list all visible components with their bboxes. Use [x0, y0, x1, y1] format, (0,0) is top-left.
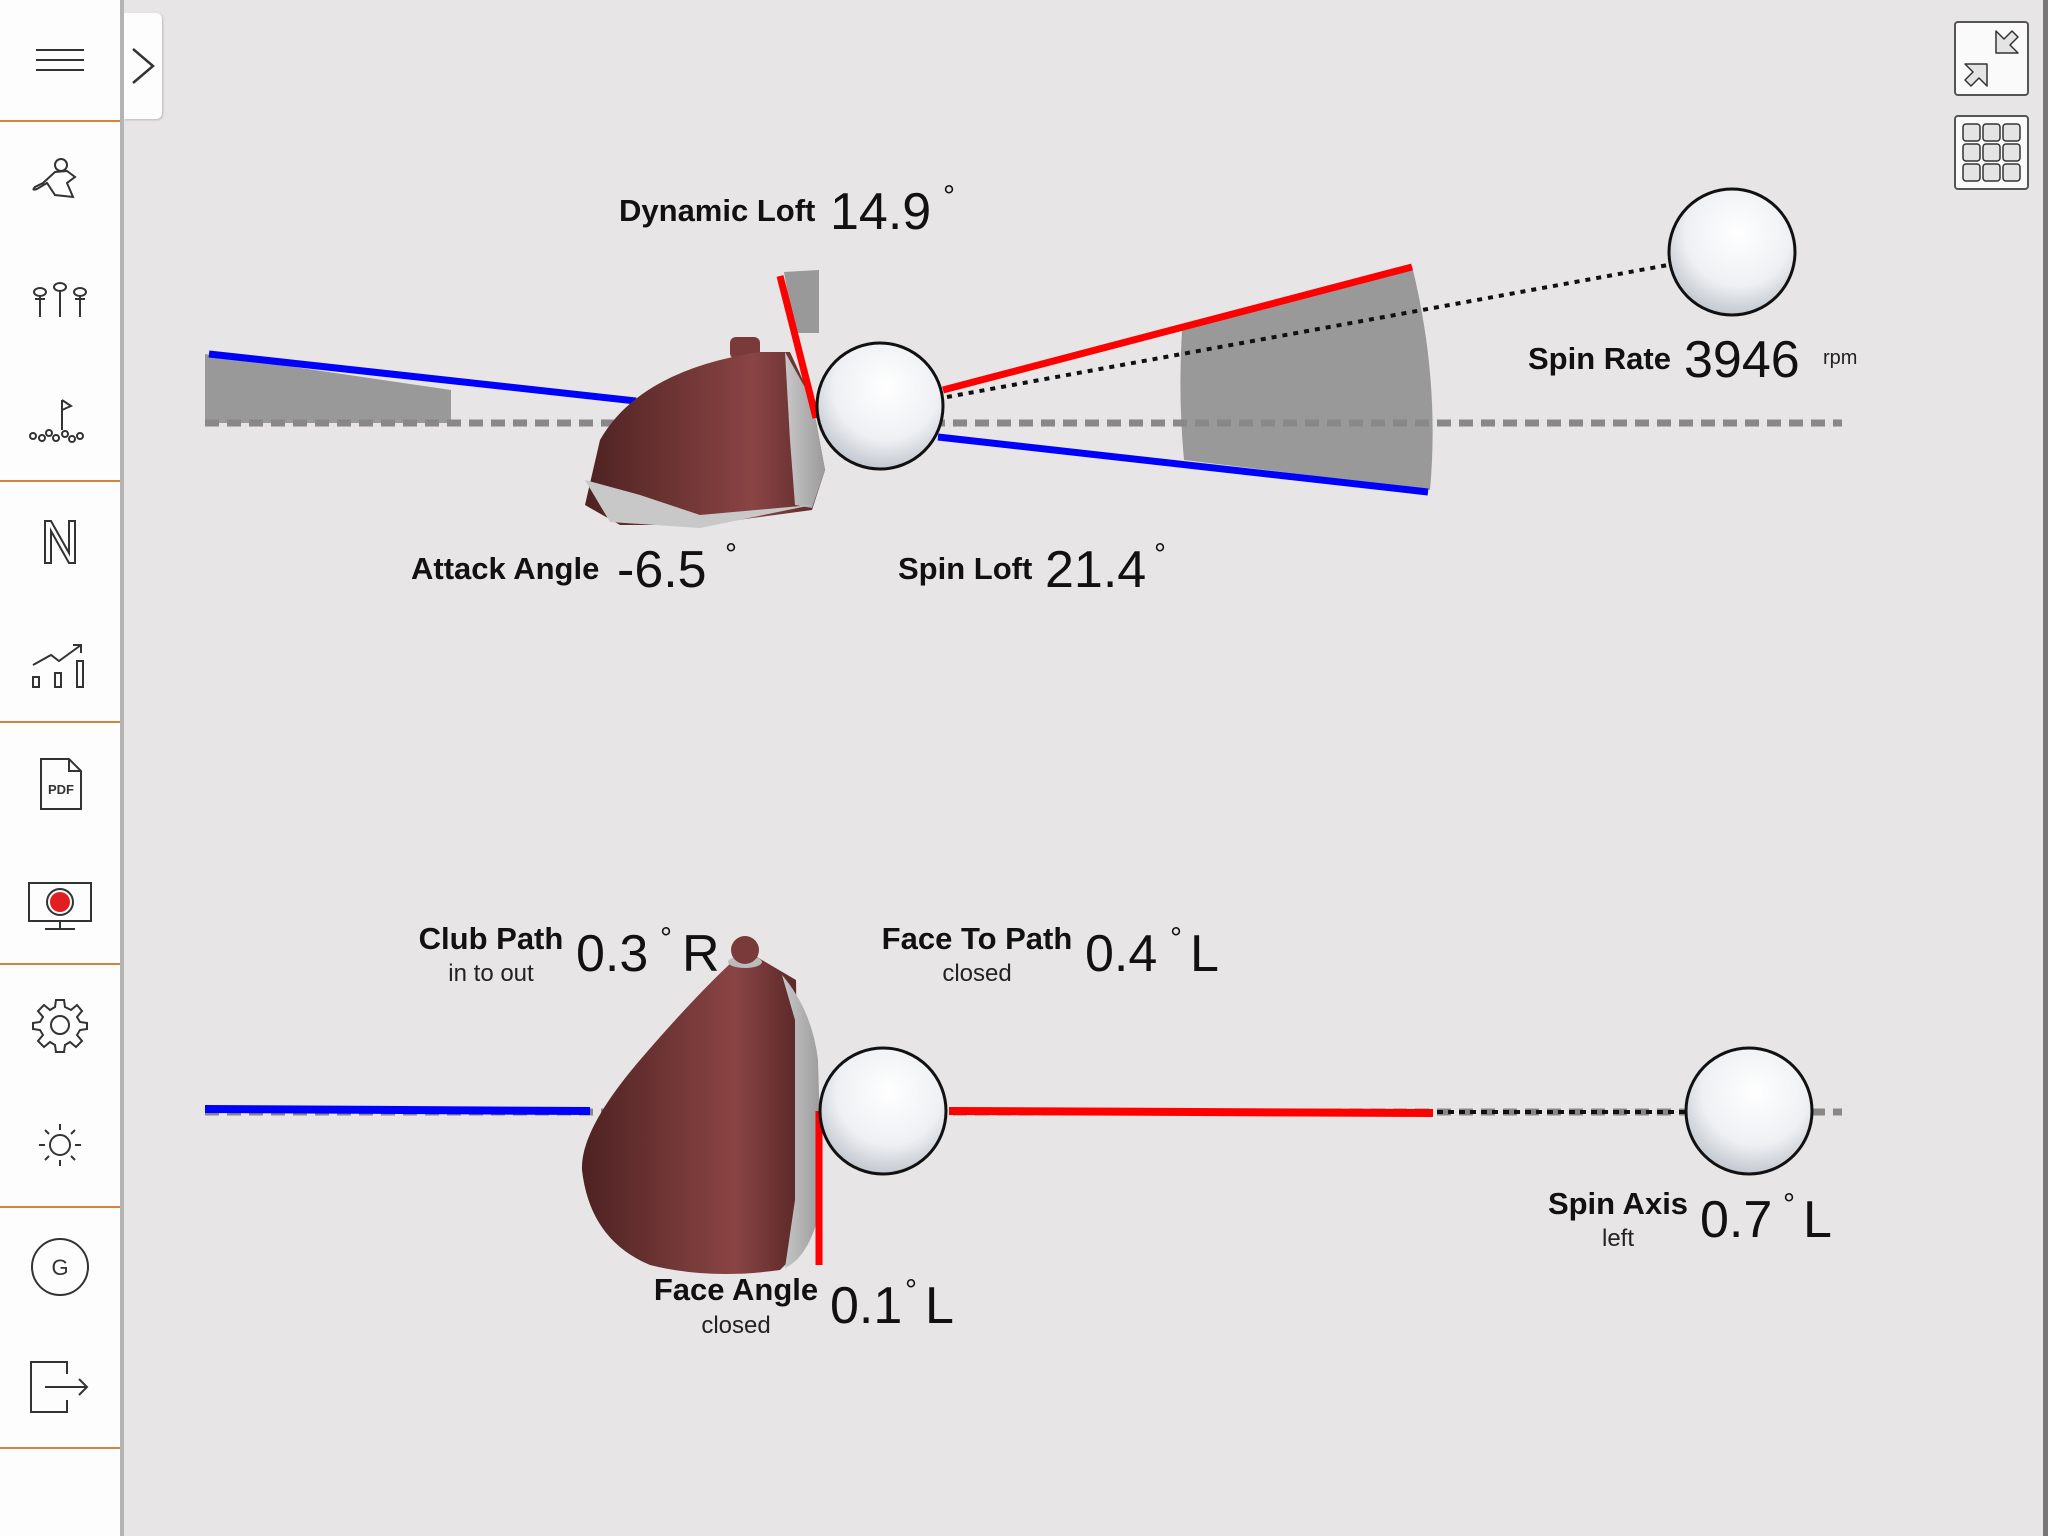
- chevron-right-icon: [132, 48, 155, 84]
- hamburger-menu-icon: [36, 49, 84, 71]
- face-angle-unit: °: [905, 1274, 917, 1307]
- attack-angle-readout: Attack Angle -6.5 °: [411, 538, 737, 599]
- grid-layout-button[interactable]: [1954, 115, 2029, 190]
- flag-balls-icon: [29, 399, 84, 443]
- sidebar-item-trends[interactable]: [20, 622, 100, 702]
- club-path-label: Club Path: [419, 921, 564, 956]
- dynamic-loft-unit: °: [943, 180, 955, 213]
- sun-icon: [39, 1124, 81, 1166]
- club-path-line: [204, 1105, 591, 1115]
- dynamic-loft-value: 14.9: [830, 183, 931, 241]
- chart-trend-icon: [32, 644, 84, 688]
- club-path-sub: in to out: [448, 960, 534, 987]
- screen-record-icon: [28, 882, 92, 930]
- attack-angle-value: -6.5: [617, 541, 707, 599]
- spin-loft-value: 21.4: [1045, 541, 1146, 599]
- spin-rate-unit: rpm: [1823, 347, 1857, 369]
- spin-loft-wedge: [1180, 266, 1433, 490]
- face-to-path-direction: L: [1190, 925, 1219, 983]
- face-angle-label: Face Angle: [654, 1272, 818, 1307]
- spin-loft-readout: Spin Loft 21.4 °: [898, 538, 1166, 599]
- shrink-arrows-icon: [1964, 30, 2019, 87]
- divider: [0, 1447, 120, 1449]
- sidebar-item-settings[interactable]: [20, 985, 100, 1065]
- face-to-path-label: Face To Path: [882, 921, 1073, 956]
- club-path-value: 0.3: [576, 925, 648, 983]
- divider: [0, 963, 120, 965]
- face-angle-direction: L: [925, 1277, 954, 1335]
- face-angle-value: 0.1: [830, 1277, 902, 1335]
- attack-path-extension: [937, 433, 1429, 496]
- spin-rate-label: Spin Rate: [1528, 341, 1671, 376]
- sidebar-item-pdf[interactable]: PDF: [20, 744, 100, 824]
- sidebar-item-brightness[interactable]: [20, 1105, 100, 1185]
- face-to-path-sub: closed: [942, 960, 1011, 987]
- divider: [0, 721, 120, 723]
- collapse-view-button[interactable]: [1954, 21, 2029, 96]
- face-to-path-line: [948, 1107, 1434, 1117]
- attack-angle-wedge: [205, 354, 451, 423]
- spin-rate-value: 3946: [1684, 331, 1800, 389]
- pdf-file-icon: PDF: [40, 758, 82, 810]
- club-path-unit: °: [660, 922, 672, 955]
- grid-icon: [1962, 123, 2021, 182]
- sidebar-item-tees[interactable]: [20, 260, 100, 340]
- face-angle-sub: closed: [701, 1312, 770, 1339]
- spin-axis-unit: °: [1783, 1188, 1795, 1221]
- face-angle-readout: Face Angle closed 0.1 ° L: [654, 1272, 954, 1339]
- sidebar-item-logout[interactable]: [20, 1347, 100, 1427]
- spin-axis-direction: L: [1803, 1191, 1832, 1249]
- golf-ball-impact: [815, 341, 945, 471]
- golf-ball-impact-top: [818, 1046, 948, 1176]
- gear-icon: [32, 999, 88, 1053]
- sidebar-item-dispersion[interactable]: [20, 381, 100, 461]
- golfer-icon: [32, 158, 77, 199]
- spin-axis-value: 0.7: [1700, 1191, 1772, 1249]
- tees-icon: [33, 282, 87, 317]
- club-path-readout: Club Path in to out 0.3 ° R: [419, 921, 720, 987]
- menu-button[interactable]: [20, 20, 100, 100]
- n-letter-icon: [44, 520, 76, 564]
- club-head-side: [585, 337, 825, 528]
- dynamic-loft-readout: Dynamic Loft 14.9 °: [619, 180, 955, 241]
- side-view: Dynamic Loft 14.9 ° Spin Rate 3946 rpm A…: [205, 180, 1857, 599]
- spin-loft-unit: °: [1154, 538, 1166, 571]
- divider: [0, 480, 120, 482]
- attack-angle-label: Attack Angle: [411, 551, 599, 586]
- sidebar-item-normalize[interactable]: [20, 502, 100, 582]
- expand-panel-button[interactable]: [124, 13, 162, 119]
- golf-ball-landing-top: [1684, 1046, 1814, 1176]
- svg-text:PDF: PDF: [48, 782, 74, 797]
- divider: [0, 120, 120, 122]
- attack-angle-unit: °: [725, 538, 737, 571]
- launch-line: [946, 263, 1669, 399]
- attack-path-line: [208, 350, 637, 405]
- logout-icon: [30, 1361, 89, 1413]
- spin-axis-readout: Spin Axis left 0.7 ° L: [1548, 1186, 1832, 1252]
- dynamic-loft-line: [776, 275, 820, 419]
- club-head-top: [581, 936, 822, 1274]
- sidebar-item-account[interactable]: G: [20, 1227, 100, 1307]
- face-to-path-readout: Face To Path closed 0.4 ° L: [882, 921, 1219, 987]
- spin-axis-label: Spin Axis: [1548, 1186, 1688, 1221]
- face-to-path-unit: °: [1170, 922, 1182, 955]
- top-view: Club Path in to out 0.3 ° R Face To Path…: [204, 921, 1842, 1339]
- svg-text:G: G: [51, 1255, 68, 1280]
- sidebar-item-record[interactable]: [20, 864, 100, 944]
- loft-line: [942, 263, 1413, 394]
- golf-ball-flight: [1667, 187, 1797, 317]
- sidebar: PDF G: [0, 0, 124, 1536]
- right-edge-divider: [2043, 0, 2048, 1536]
- face-to-path-value: 0.4: [1085, 925, 1157, 983]
- divider: [0, 1206, 120, 1208]
- spin-rate-readout: Spin Rate 3946 rpm: [1528, 331, 1857, 389]
- spin-axis-sub: left: [1602, 1225, 1634, 1252]
- sidebar-item-swing[interactable]: [20, 140, 100, 220]
- dynamic-loft-label: Dynamic Loft: [619, 193, 815, 228]
- spin-loft-label: Spin Loft: [898, 551, 1032, 586]
- g-circle-icon: G: [31, 1238, 89, 1296]
- club-path-direction: R: [682, 925, 720, 983]
